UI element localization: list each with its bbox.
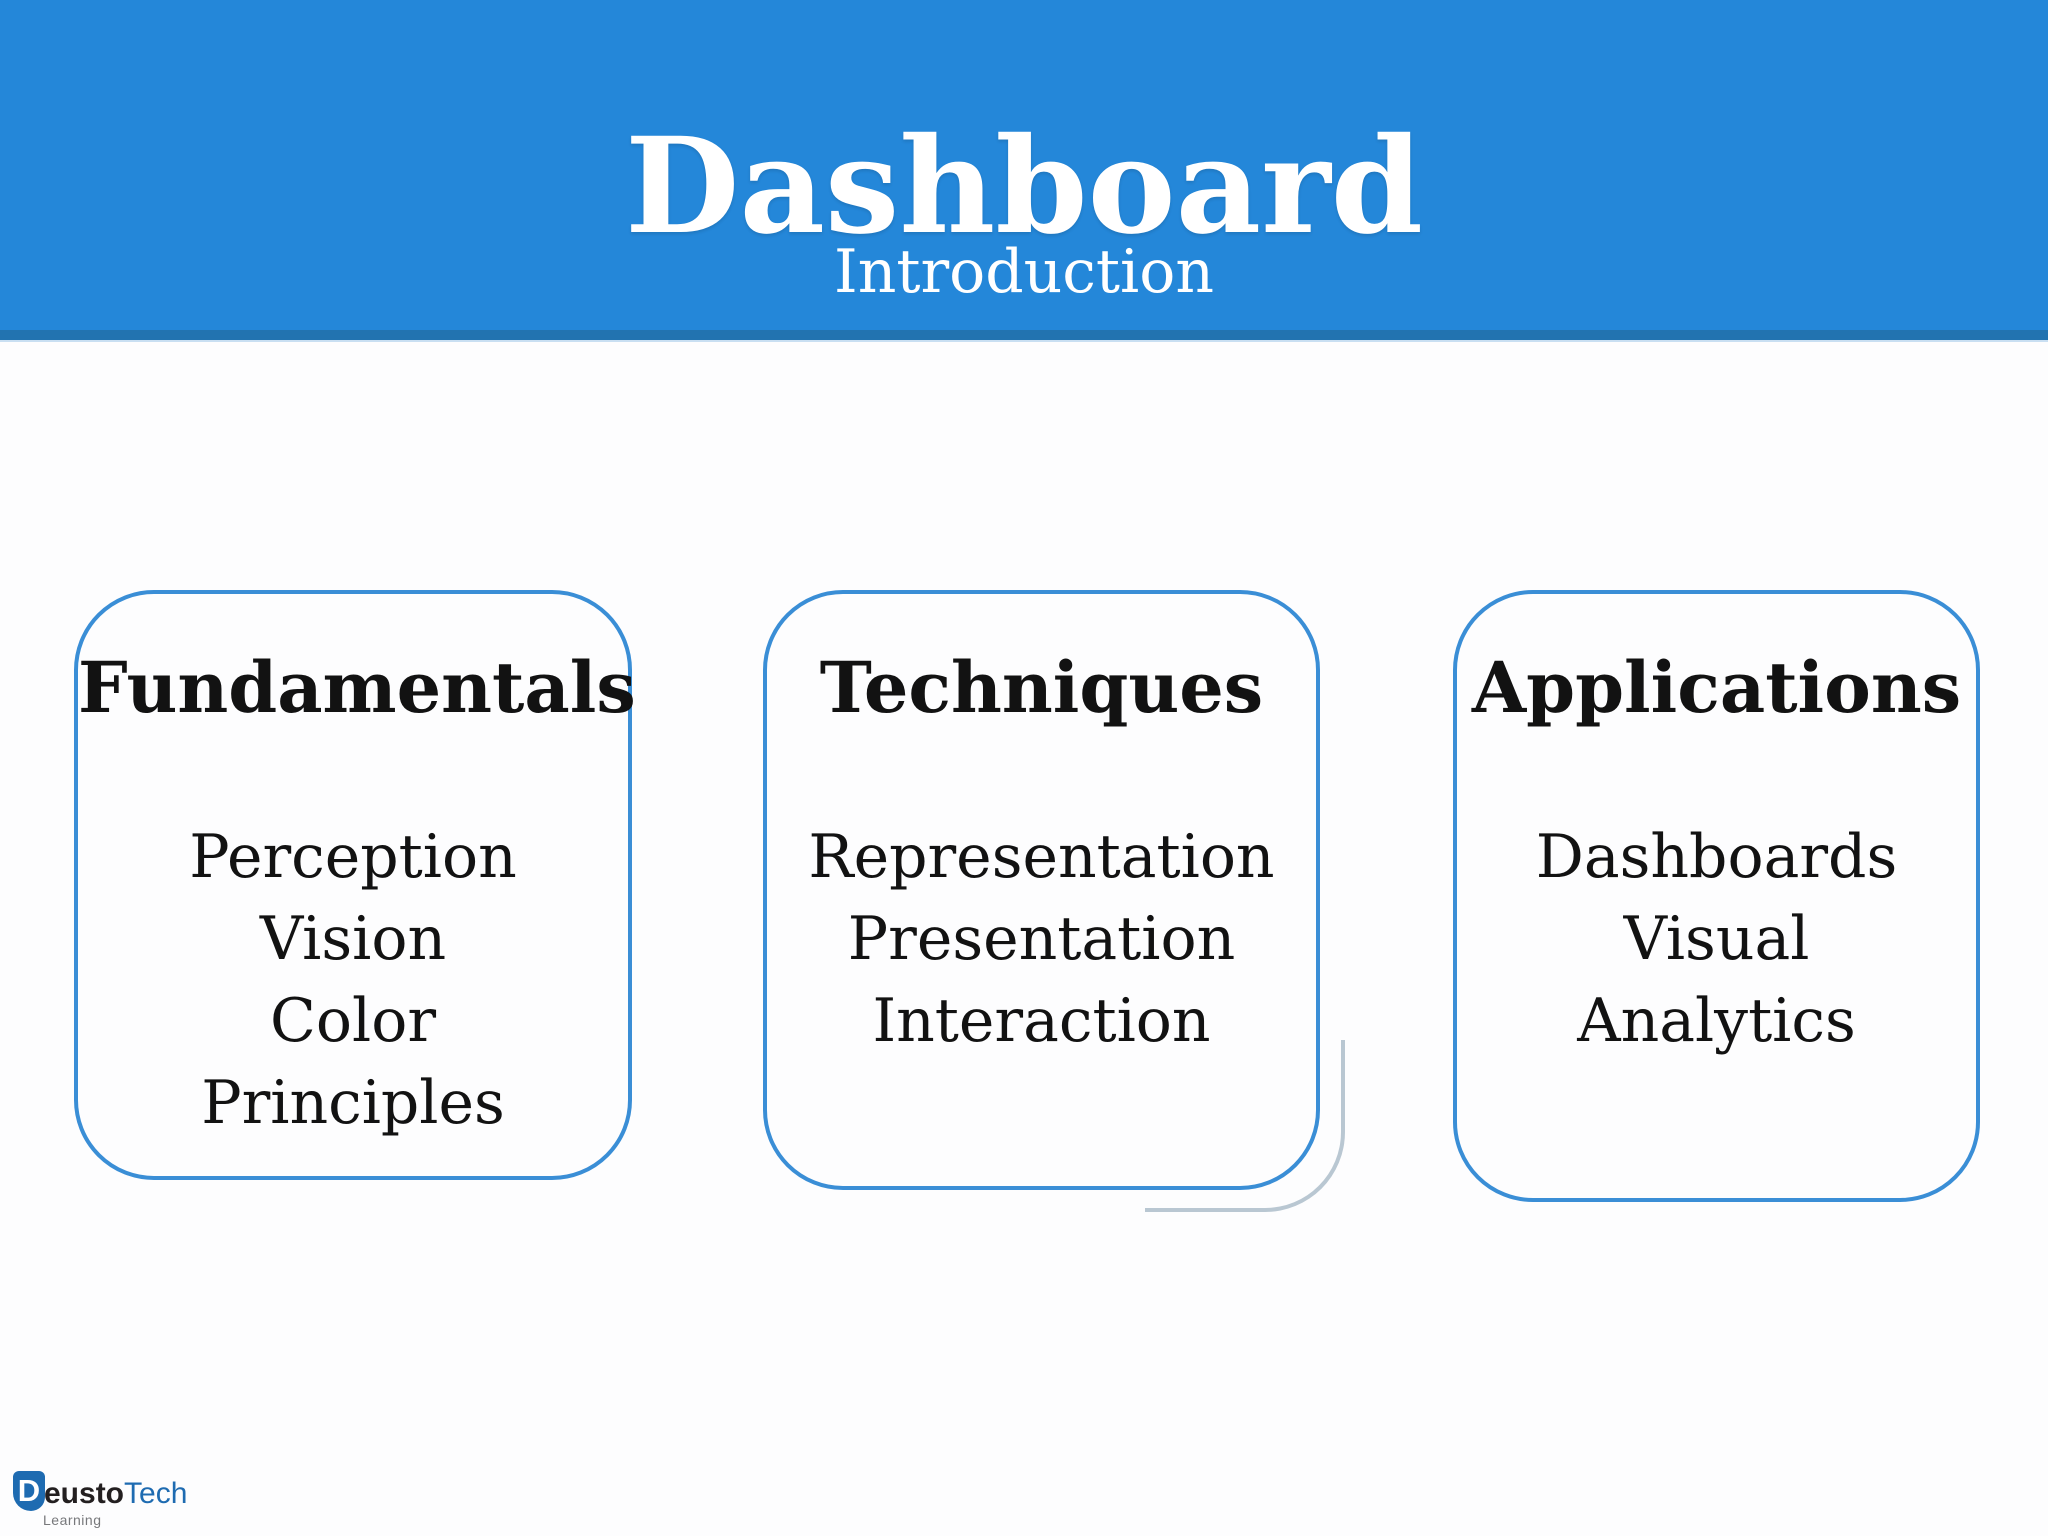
card-item: Representation — [808, 822, 1275, 892]
logo-name-tech: Tech — [124, 1477, 188, 1510]
card-item: Visual — [1623, 904, 1810, 974]
card-title: Fundamentals — [78, 646, 636, 729]
card-item: Principles — [201, 1068, 505, 1138]
card-techniques: Techniques Representation Presentation I… — [763, 590, 1320, 1190]
card-item-list: Perception Vision Color Principles — [78, 816, 628, 1144]
logo-name-deusto: eusto — [44, 1477, 125, 1510]
card-item: Interaction — [872, 986, 1211, 1056]
slide-subtitle: Introduction — [834, 237, 1214, 307]
card-title: Applications — [1471, 646, 1962, 729]
deustotech-badge-icon: D — [13, 1471, 45, 1511]
logo-name: eustoTech — [44, 1476, 187, 1512]
banner-bottom-strip — [0, 330, 2048, 342]
logo-letter-d: D — [17, 1473, 41, 1508]
deustotech-logo: D eustoTech Learning — [0, 1455, 400, 1536]
card-item: Perception — [189, 822, 517, 892]
card-ghost-outline — [1145, 1040, 1345, 1212]
card-fundamentals: Fundamentals Perception Vision Color Pri… — [74, 590, 636, 1180]
slide-title: Dashboard — [625, 109, 1423, 264]
card-item-list: Representation Presentation Interaction — [767, 816, 1316, 1062]
logo-tagline: Learning — [43, 1512, 102, 1528]
card-item-list: Dashboards Visual Analytics — [1457, 816, 1976, 1062]
card-item: Dashboards — [1535, 822, 1898, 892]
card-item: Color — [269, 986, 437, 1056]
card-item: Presentation — [847, 904, 1236, 974]
title-banner: Dashboard Introduction — [0, 0, 2048, 330]
card-applications: Applications Dashboards Visual Analytics — [1453, 590, 1980, 1202]
card-item: Analytics — [1577, 986, 1856, 1056]
card-title: Techniques — [819, 646, 1264, 729]
card-item: Vision — [259, 904, 447, 974]
